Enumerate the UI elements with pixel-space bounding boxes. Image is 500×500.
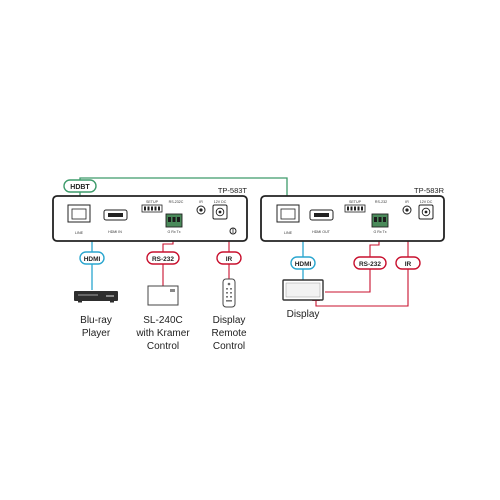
line-label-tx: LINE <box>75 231 84 235</box>
hdbt-tag: HDBT <box>63 179 97 193</box>
receiver-unit: TP-583R LINE HDMI OUT SETUP RS-232 G Rx … <box>260 186 445 242</box>
sl240c-label-line1: SL-240C <box>143 315 182 326</box>
line-port-rx <box>276 204 300 223</box>
line-port-tx <box>67 204 91 223</box>
hdmi-tag-tx: HDMI <box>79 251 105 265</box>
ir-tag-tx: IR <box>216 251 242 265</box>
line-label-rx: LINE <box>284 231 293 235</box>
svg-text:IR: IR <box>405 261 412 268</box>
rs232-label-tx: RS-232C <box>169 200 184 204</box>
bluray-player-icon <box>74 291 118 303</box>
bluray-label-line2: Player <box>82 328 111 339</box>
hdmi-in-label: HDMI IN <box>108 230 122 234</box>
g-rx-tx-label-tx: G Rx Tx <box>167 230 180 234</box>
remote-label-line2: Remote <box>211 328 246 339</box>
svg-text:HDBT: HDBT <box>70 184 90 191</box>
rs232-tag-rx: RS-232 <box>353 256 387 270</box>
display-label: Display <box>287 309 320 320</box>
hdbt-cable <box>79 177 288 208</box>
ir-label-rx: IR <box>405 200 409 204</box>
bluray-label-line1: Blu-ray <box>80 315 112 326</box>
ir-label-tx: IR <box>199 200 203 204</box>
transmitter-model: TP-583T <box>218 186 248 195</box>
sl240c-label-line2: with Kramer <box>135 328 190 339</box>
remote-label-line1: Display <box>213 315 246 326</box>
remote-label-line3: Control <box>213 341 245 352</box>
power-label-tx: 12V DC <box>214 200 227 204</box>
setup-label-tx: SETUP <box>146 200 159 204</box>
setup-label-rx: SETUP <box>349 200 362 204</box>
svg-text:RS-232: RS-232 <box>152 256 174 263</box>
hdmi-out-label: HDMI OUT <box>312 230 331 234</box>
rs232-tag-tx: RS-232 <box>146 251 180 265</box>
receiver-model: TP-583R <box>414 186 445 195</box>
svg-text:HDMI: HDMI <box>84 256 101 263</box>
svg-text:HDMI: HDMI <box>295 261 312 268</box>
g-rx-tx-label-rx: G Rx Tx <box>373 230 386 234</box>
ir-tag-rx: IR <box>395 256 421 270</box>
svg-text:IR: IR <box>226 256 233 263</box>
sl240c-label-line3: Control <box>147 341 179 352</box>
display-icon <box>282 279 324 301</box>
power-label-rx: 12V DC <box>420 200 433 204</box>
sl240c-keypad-icon <box>147 285 179 306</box>
transmitter-unit: TP-583T LINE HDMI IN SETUP RS-232C G Rx … <box>52 186 248 242</box>
rs232-label-rx: RS-232 <box>375 200 387 204</box>
hdmi-tag-rx: HDMI <box>290 256 316 270</box>
svg-text:RS-232: RS-232 <box>359 261 381 268</box>
remote-control-icon <box>222 278 236 308</box>
